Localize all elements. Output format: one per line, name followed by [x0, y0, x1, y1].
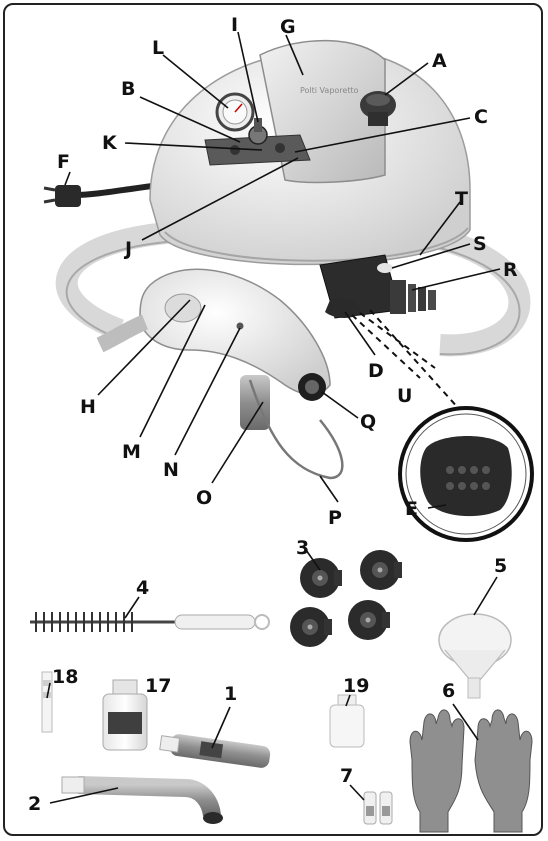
- label-S: S: [473, 233, 487, 255]
- socket-detail: [420, 436, 511, 516]
- curved-lance: [62, 777, 223, 824]
- label-N: N: [163, 459, 179, 481]
- label-D: D: [368, 360, 384, 382]
- extension-nozzle: [159, 732, 271, 769]
- label-B: B: [121, 78, 135, 100]
- label-F: F: [57, 151, 70, 173]
- label-O: O: [196, 487, 212, 509]
- label-M: M: [122, 441, 141, 463]
- test-strip: [42, 672, 52, 732]
- label-A: A: [432, 50, 447, 72]
- label-2: 2: [28, 793, 41, 815]
- label-17: 17: [145, 675, 171, 697]
- label-L: L: [152, 37, 164, 59]
- label-E: E: [405, 498, 418, 520]
- label-Q: Q: [360, 411, 376, 433]
- svg-text:Polti Vaporetto: Polti Vaporetto: [300, 86, 359, 95]
- label-T: T: [455, 188, 468, 210]
- label-I: I: [231, 14, 238, 36]
- gloves: [410, 710, 532, 832]
- label-R: R: [503, 259, 518, 281]
- ampoules: [364, 792, 392, 824]
- release-button: [377, 263, 393, 273]
- label-J: J: [123, 238, 132, 260]
- label-G: G: [280, 16, 296, 38]
- power-cord: [75, 185, 160, 195]
- label-P: P: [328, 507, 342, 529]
- label-U: U: [397, 385, 412, 407]
- label-6: 6: [442, 680, 455, 702]
- descaler-bottle: [103, 680, 147, 750]
- power-plug: [55, 185, 81, 207]
- label-5: 5: [494, 555, 507, 577]
- bottle-brush: [30, 612, 269, 632]
- label-3: 3: [296, 537, 309, 559]
- filter-caps: [290, 550, 402, 647]
- label-1: 1: [224, 683, 237, 705]
- label-18: 18: [52, 666, 78, 688]
- label-K: K: [102, 132, 118, 154]
- label-7: 7: [340, 765, 353, 787]
- label-C: C: [474, 106, 488, 128]
- label-19: 19: [343, 675, 369, 697]
- steam-gun: [140, 269, 330, 394]
- steam-cleaner-unit: Polti Vaporetto: [44, 41, 532, 540]
- label-H: H: [80, 396, 96, 418]
- label-4: 4: [136, 577, 149, 599]
